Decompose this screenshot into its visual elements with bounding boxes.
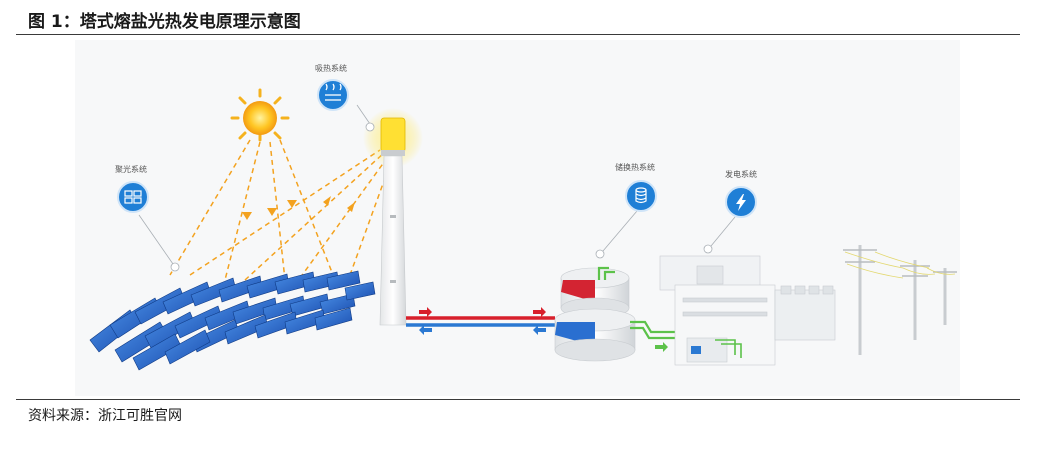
solar-tower [363, 108, 423, 326]
label-light-concentration-system: 聚光系统 [115, 165, 147, 174]
sunlight-rays [169, 139, 394, 281]
ray-arrows [242, 196, 355, 220]
source-rule [16, 399, 1020, 400]
callout-leaders [138, 104, 736, 272]
diagram-stage: 吸热系统 聚光系统 储换热系统 发电系统 [75, 40, 960, 396]
solar-panel-grid-icon [117, 181, 149, 213]
molten-salt-pipes [406, 307, 555, 335]
source-note: 资料来源：浙江可胜官网 [28, 408, 182, 424]
transmission-towers [843, 245, 957, 355]
label-heat-absorption-system: 吸热系统 [315, 64, 347, 73]
power-block [659, 255, 836, 366]
title-rule [16, 34, 1020, 35]
heliostat-field [89, 270, 376, 371]
label-storage-exchange-system: 储换热系统 [615, 163, 655, 172]
heat-waves-icon [317, 79, 349, 111]
lightning-bolt-icon [725, 186, 757, 218]
database-cylinder-icon [625, 180, 657, 212]
figure-title: 图 1：塔式熔盐光热发电原理示意图 [28, 12, 301, 32]
csp-scene [89, 79, 957, 371]
storage-tanks [554, 266, 675, 362]
sun-icon [230, 88, 290, 142]
label-power-generation-system: 发电系统 [725, 170, 757, 179]
